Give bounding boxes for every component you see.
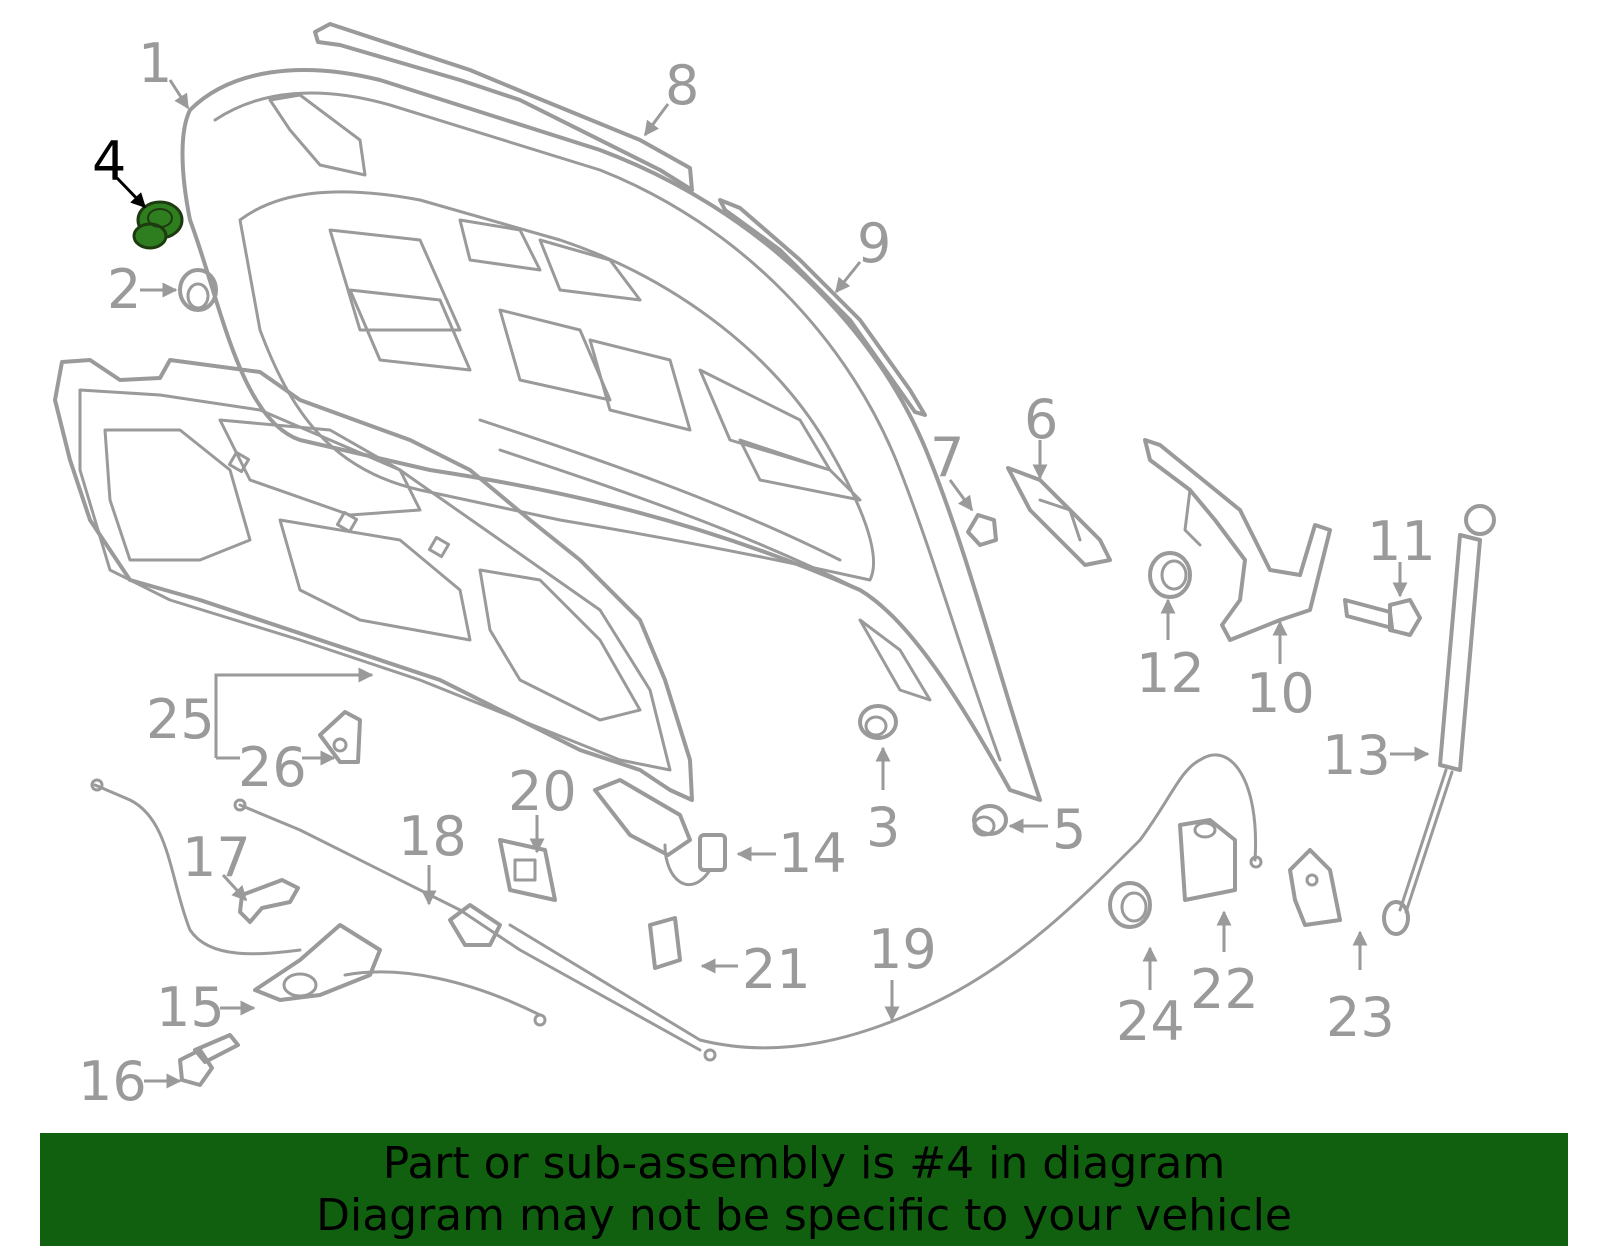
grommet — [858, 704, 898, 740]
callout-10: 10 — [1246, 662, 1315, 725]
hood-seal-side — [718, 198, 927, 417]
release-cables — [90, 753, 1263, 1062]
callout-21: 21 — [742, 938, 811, 1001]
callout-17: 17 — [182, 826, 251, 889]
callout-25: 25 — [146, 688, 215, 751]
banner-line-1: Part or sub-assembly is #4 in diagram — [382, 1137, 1226, 1189]
hinge-bolt — [1343, 598, 1422, 637]
release-handle — [238, 878, 300, 924]
hood-insulator-pad — [53, 358, 694, 802]
callout-5: 5 — [1052, 798, 1086, 861]
leader-lines — [115, 79, 1430, 1089]
callout-4-highlighted: 4 — [92, 130, 126, 193]
callout-22: 22 — [1190, 958, 1259, 1021]
nut — [966, 513, 998, 547]
callout-numbers: 1 2 3 4 5 6 7 8 9 10 11 12 13 14 15 16 1… — [78, 32, 1436, 1113]
striker-bracket — [1288, 848, 1342, 927]
wiring-switch — [593, 778, 727, 887]
bushing — [1108, 881, 1152, 929]
callout-3: 3 — [866, 796, 900, 859]
callout-1: 1 — [138, 32, 172, 95]
hood-bumper — [178, 268, 218, 312]
callout-9: 9 — [857, 212, 891, 275]
callout-20: 20 — [508, 760, 577, 823]
hood-latch — [253, 923, 382, 1002]
hood-gas-strut — [1382, 504, 1496, 936]
callout-8: 8 — [665, 54, 699, 117]
callout-26: 26 — [238, 736, 307, 799]
cable-clip — [498, 838, 557, 902]
hood-bumper-highlighted[interactable] — [132, 200, 184, 250]
hood-hinge — [1143, 438, 1332, 642]
hood-seal-front — [313, 22, 694, 192]
callout-15: 15 — [156, 976, 225, 1039]
callout-19: 19 — [868, 918, 937, 981]
callout-18: 18 — [398, 805, 467, 868]
callout-11: 11 — [1367, 510, 1436, 573]
hinge-bushing — [1148, 551, 1192, 599]
callout-6: 6 — [1024, 388, 1058, 451]
pad-bracket — [318, 710, 362, 764]
hood-panel — [180, 68, 1042, 802]
info-banner: Part or sub-assembly is #4 in diagram Di… — [40, 1133, 1568, 1246]
callout-2: 2 — [107, 258, 141, 321]
latch-bolt — [178, 1033, 240, 1087]
callout-7: 7 — [930, 426, 964, 489]
callout-14: 14 — [778, 822, 847, 885]
callout-16: 16 — [78, 1050, 147, 1113]
callout-12: 12 — [1136, 642, 1205, 705]
callout-24: 24 — [1116, 990, 1185, 1053]
latch-bracket — [1006, 466, 1112, 567]
clip-nut — [972, 804, 1008, 837]
callout-13: 13 — [1322, 724, 1391, 787]
cable-bracket — [1178, 818, 1237, 902]
cable-clip-small — [648, 916, 682, 970]
callout-23: 23 — [1326, 986, 1395, 1049]
banner-line-2: Diagram may not be specific to your vehi… — [316, 1189, 1292, 1241]
